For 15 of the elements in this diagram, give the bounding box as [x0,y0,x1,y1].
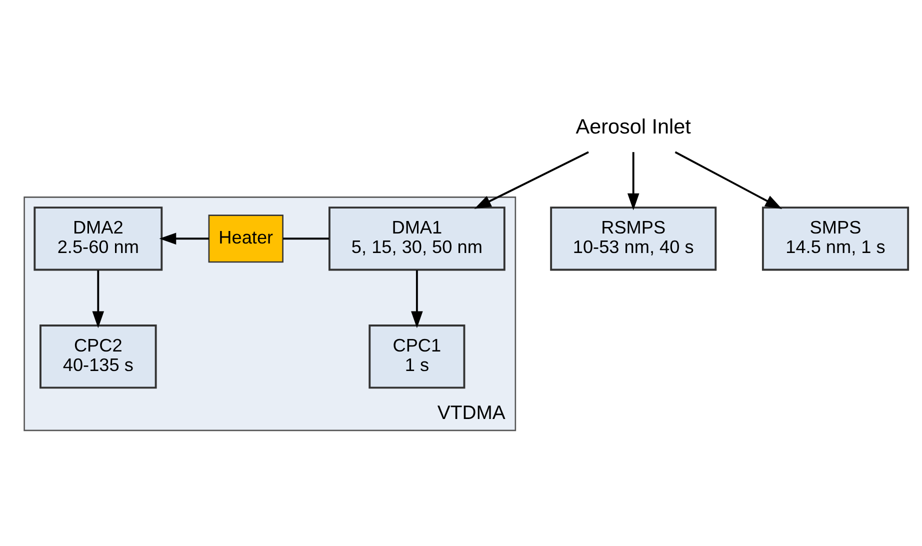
arrow [159,232,209,245]
node-box: SMPS 14.5 nm, 1 s [762,206,910,271]
node-box: CPC1 1 s [368,324,466,389]
node-box: DMA2 2.5-60 nm [34,206,163,271]
node-text: Aerosol Inlet [576,115,691,138]
arrow [627,152,640,210]
node-box: DMA1 5, 15, 30, 50 nm [328,206,506,271]
connector [282,238,330,240]
arrow [411,270,423,328]
arrow [474,151,589,209]
node-box: RSMPS 10-53 nm, 40 s [550,206,717,271]
arrow [92,270,104,328]
node-box: CPC2 40-135 s [40,324,157,389]
node-box: Heater [208,214,284,263]
arrow [674,151,782,209]
